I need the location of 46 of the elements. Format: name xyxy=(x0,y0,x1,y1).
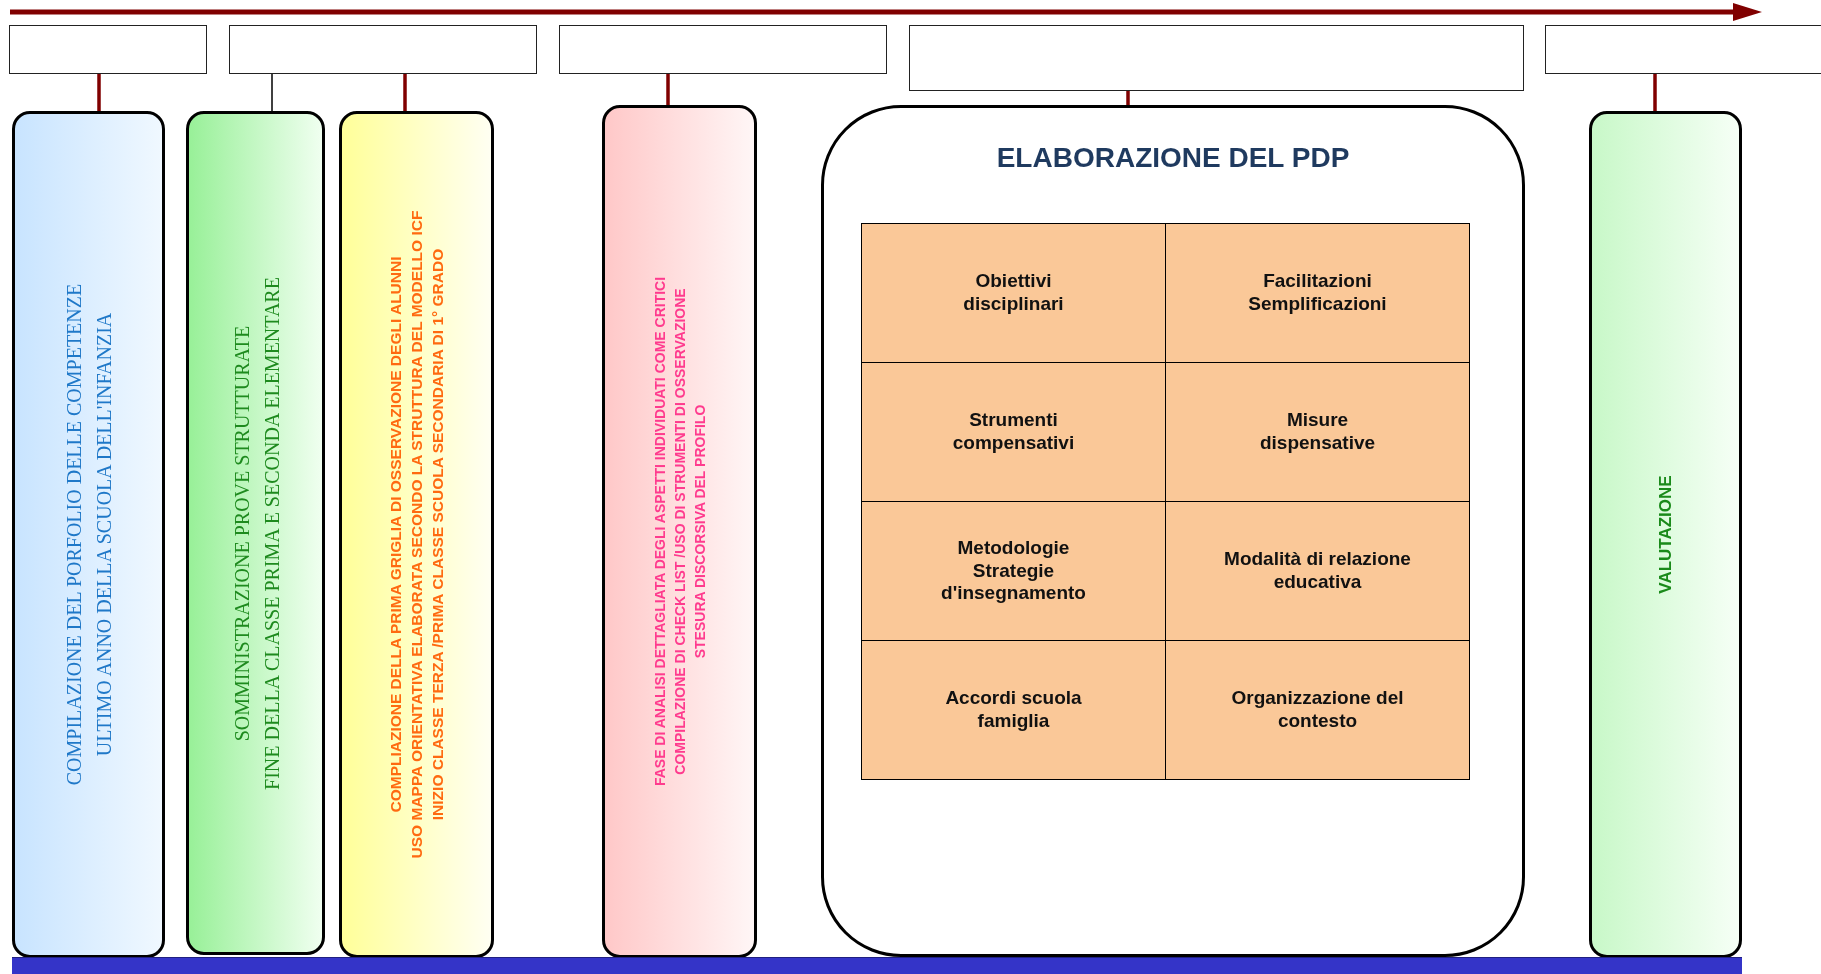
table-cell xyxy=(1165,640,1470,780)
table-cell xyxy=(861,501,1166,641)
empty-box xyxy=(909,25,1524,91)
cell-text: Misure dispensative xyxy=(1258,409,1377,455)
cell-text: Facilitazioni Semplificazioni xyxy=(1247,270,1388,316)
table-cell xyxy=(861,640,1166,780)
cell-text: Strumenti compensativi xyxy=(951,409,1076,455)
connector-line xyxy=(403,74,407,111)
phase-column xyxy=(1589,111,1742,958)
table-cell xyxy=(1165,223,1470,363)
connector-line xyxy=(271,73,273,112)
cell-text: Metodologie Strategie d'insegnamento xyxy=(940,536,1087,606)
table-cell xyxy=(1165,362,1470,502)
phase-column xyxy=(339,111,494,958)
column-text: VALUTAZIONE xyxy=(1654,475,1676,594)
base-bar xyxy=(12,957,1742,974)
column-text: USO MAPPA ORIENTATIVA ELABORATA SECONDO LA STRUTTURA DEL MODELLO ICF xyxy=(407,210,426,859)
empty-box xyxy=(559,25,887,74)
table-cell xyxy=(861,223,1166,363)
phase-column xyxy=(602,105,757,958)
connector-line xyxy=(1653,74,1657,111)
connector-line xyxy=(666,74,670,105)
column-text: COMPILAZIONE DI CHECK LIST /USO DI STRUMENTI DI OSSERVAZIONE xyxy=(670,288,689,775)
column-text: STESURA DISCORSIVA DEL PROFILO xyxy=(690,404,709,659)
table-cell xyxy=(1165,501,1470,641)
phase-column xyxy=(12,111,165,958)
column-text: INIZIO CLASSE TERZA /PRIMA CLASSE SCUOLA SECONDARIA DI 1° GRADO xyxy=(428,248,447,821)
table-cell xyxy=(861,362,1166,502)
cell-text: Obiettivi disciplinari xyxy=(962,270,1065,316)
column-text: COMPILAZIONE DEL PORFOLIO DELLE COMPETENZE xyxy=(61,283,86,786)
empty-box xyxy=(9,25,207,74)
connector-line xyxy=(97,74,101,111)
empty-box xyxy=(229,25,537,74)
column-text: COMPLIAZIONE DELLA PRIMA GRIGLIA DI OSSERVAZIONE DEGLI ALUNNI xyxy=(386,256,405,813)
column-text: FINE DELLA CLASSE PRIMA E SECONDA ELEMENTARE xyxy=(258,276,283,790)
cell-text: Organizzazione del contesto xyxy=(1230,687,1405,733)
cell-text: Accordi scuola famiglia xyxy=(944,687,1083,733)
column-text: FASE DI ANALISI DETTAGLIATA DEGLI ASPETTI INDIVIDUATI COME CRITICI xyxy=(650,276,669,787)
phase-column xyxy=(186,111,325,955)
empty-box xyxy=(1545,25,1821,74)
cell-text: Modalità di relazione educativa xyxy=(1223,548,1412,594)
rounded-panel xyxy=(821,105,1525,957)
column-text: SOMMINISTRAZIONE PROVE STRUTTURATE xyxy=(228,325,253,741)
panel-title: ELABORAZIONE DEL PDP xyxy=(995,142,1351,174)
connector-line xyxy=(1126,91,1130,105)
column-text: ULTIMO ANNO DELLA SCUOLA DELL'INFANZIA xyxy=(91,312,116,757)
